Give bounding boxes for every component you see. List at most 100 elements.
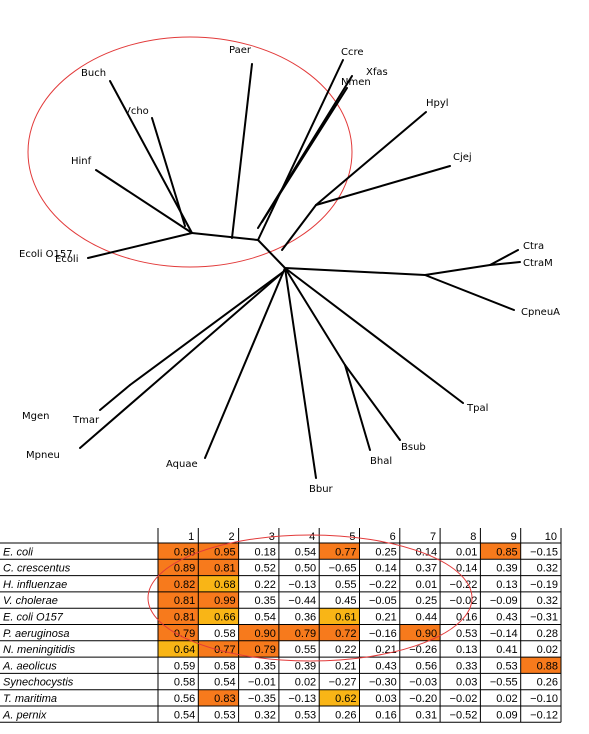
taxon-label: Buch: [81, 68, 106, 79]
table-cell: 0.26: [335, 709, 356, 721]
table-cell: 0.09: [496, 709, 517, 721]
highlight-cell: [319, 608, 360, 625]
taxon-label: Ecoli O157: [19, 249, 73, 260]
highlight-cell: [158, 640, 199, 658]
table-cell: −0.02: [450, 693, 478, 705]
table-cell: 0.77: [335, 546, 356, 558]
taxon-label: Vcho: [124, 106, 149, 117]
table-cell: 0.13: [456, 644, 477, 656]
table-cell: 0.56: [416, 660, 437, 672]
table-cell: 0.33: [456, 660, 477, 672]
table-cell: −0.05: [369, 595, 397, 607]
taxon-label: Hinf: [71, 156, 92, 167]
table-cell: −0.19: [530, 579, 558, 591]
table-cell: 0.21: [335, 660, 356, 672]
highlight-cell: [198, 689, 239, 706]
table-cell: 0.54: [214, 677, 235, 689]
taxon-label: Hpyl: [426, 98, 449, 109]
table-cell: −0.13: [288, 579, 316, 591]
table-cell: −0.03: [409, 677, 437, 689]
highlight-cell: [480, 543, 521, 560]
table-cell: 0.32: [254, 709, 275, 721]
table-cell: 0.03: [456, 677, 477, 689]
highlight-cell: [198, 591, 239, 609]
table-cell: 0.90: [254, 628, 275, 640]
taxon-label: Ctra: [523, 241, 544, 252]
highlight-cell: [278, 624, 320, 641]
table-cell: −0.13: [288, 693, 316, 705]
table-cell: 0.90: [416, 628, 437, 640]
table-cell: 0.55: [295, 644, 316, 656]
table-cell: 0.82: [174, 579, 195, 591]
table-cell: 0.37: [416, 563, 437, 575]
taxon-label: Bsub: [401, 442, 426, 453]
table-cell: 0.44: [416, 612, 437, 624]
highlight-cell: [158, 591, 199, 609]
table-cell: 0.14: [375, 563, 396, 575]
table-cell: 0.72: [335, 628, 356, 640]
table-cell: 0.55: [335, 579, 356, 591]
table-cell: 0.50: [295, 563, 316, 575]
column-header: 4: [309, 531, 315, 543]
table-cell: 0.35: [254, 595, 275, 607]
table-cell: 0.89: [174, 563, 195, 575]
column-header: 2: [228, 531, 234, 543]
table-cell: −0.09: [490, 595, 518, 607]
table-cell: −0.55: [490, 677, 518, 689]
highlight-cell: [158, 575, 199, 592]
table-cell: 0.43: [496, 612, 517, 624]
tree-labels: Paer Ccre Xfas Nmen Buch Vcho Hpyl Cjej …: [19, 45, 560, 495]
row-label: H. influenzae: [3, 579, 67, 591]
column-header: 8: [470, 531, 476, 543]
highlight-cell: [319, 689, 360, 706]
column-header: 9: [511, 531, 517, 543]
table-cell: −0.15: [530, 546, 558, 558]
table-cell: 0.02: [537, 644, 558, 656]
highlight-cell: [520, 657, 561, 674]
taxon-label: Tpal: [466, 403, 488, 414]
table-cell: −0.14: [490, 628, 518, 640]
table-cell: 0.81: [174, 612, 195, 624]
table-cell: 0.03: [375, 693, 396, 705]
table-cell: 0.79: [174, 628, 195, 640]
row-label: P. aeruginosa: [3, 628, 69, 640]
table-cell: −0.20: [409, 693, 437, 705]
table-cell: 0.68: [214, 579, 235, 591]
table-cell: 0.53: [456, 628, 477, 640]
table-cell: 0.64: [174, 644, 195, 656]
table-cell: 0.79: [254, 644, 275, 656]
table-cell: −0.12: [530, 709, 558, 721]
phylogenetic-tree: Paer Ccre Xfas Nmen Buch Vcho Hpyl Cjej …: [19, 36, 560, 495]
highlight-cell: [238, 640, 279, 658]
table-cell: 0.99: [214, 595, 235, 607]
row-label: A. aeolicus: [2, 660, 57, 672]
row-label: E. coli: [3, 546, 34, 558]
table-cell: −0.22: [450, 579, 478, 591]
highlight-cell: [319, 624, 360, 641]
table-cell: 0.61: [335, 612, 356, 624]
table-cell: 0.88: [537, 660, 558, 672]
table-cell: 0.25: [375, 546, 396, 558]
table-cell: 0.56: [174, 693, 195, 705]
highlight-cell: [319, 543, 360, 560]
taxon-label: Cjej: [453, 152, 472, 163]
column-header: 10: [545, 531, 557, 543]
table-cell: 0.53: [496, 660, 517, 672]
taxon-label: Nmen: [341, 77, 371, 88]
table-cell: 0.43: [375, 660, 396, 672]
highlight-cell: [158, 543, 199, 560]
table-highlight-ellipse: [147, 534, 473, 662]
table-cell: 0.39: [295, 660, 316, 672]
table-cell: 0.62: [335, 693, 356, 705]
taxon-label: Tmar: [72, 415, 100, 426]
table-cell: 0.41: [496, 644, 517, 656]
table-cell: 0.54: [174, 709, 195, 721]
table-cell: −0.44: [288, 595, 316, 607]
taxon-label: Aquae: [166, 459, 198, 470]
taxon-label: Bbur: [309, 484, 334, 495]
table-cell: 0.59: [174, 660, 195, 672]
table-cell: 0.39: [496, 563, 517, 575]
row-label: C. crescentus: [3, 563, 71, 575]
table-cell: 0.02: [295, 677, 316, 689]
